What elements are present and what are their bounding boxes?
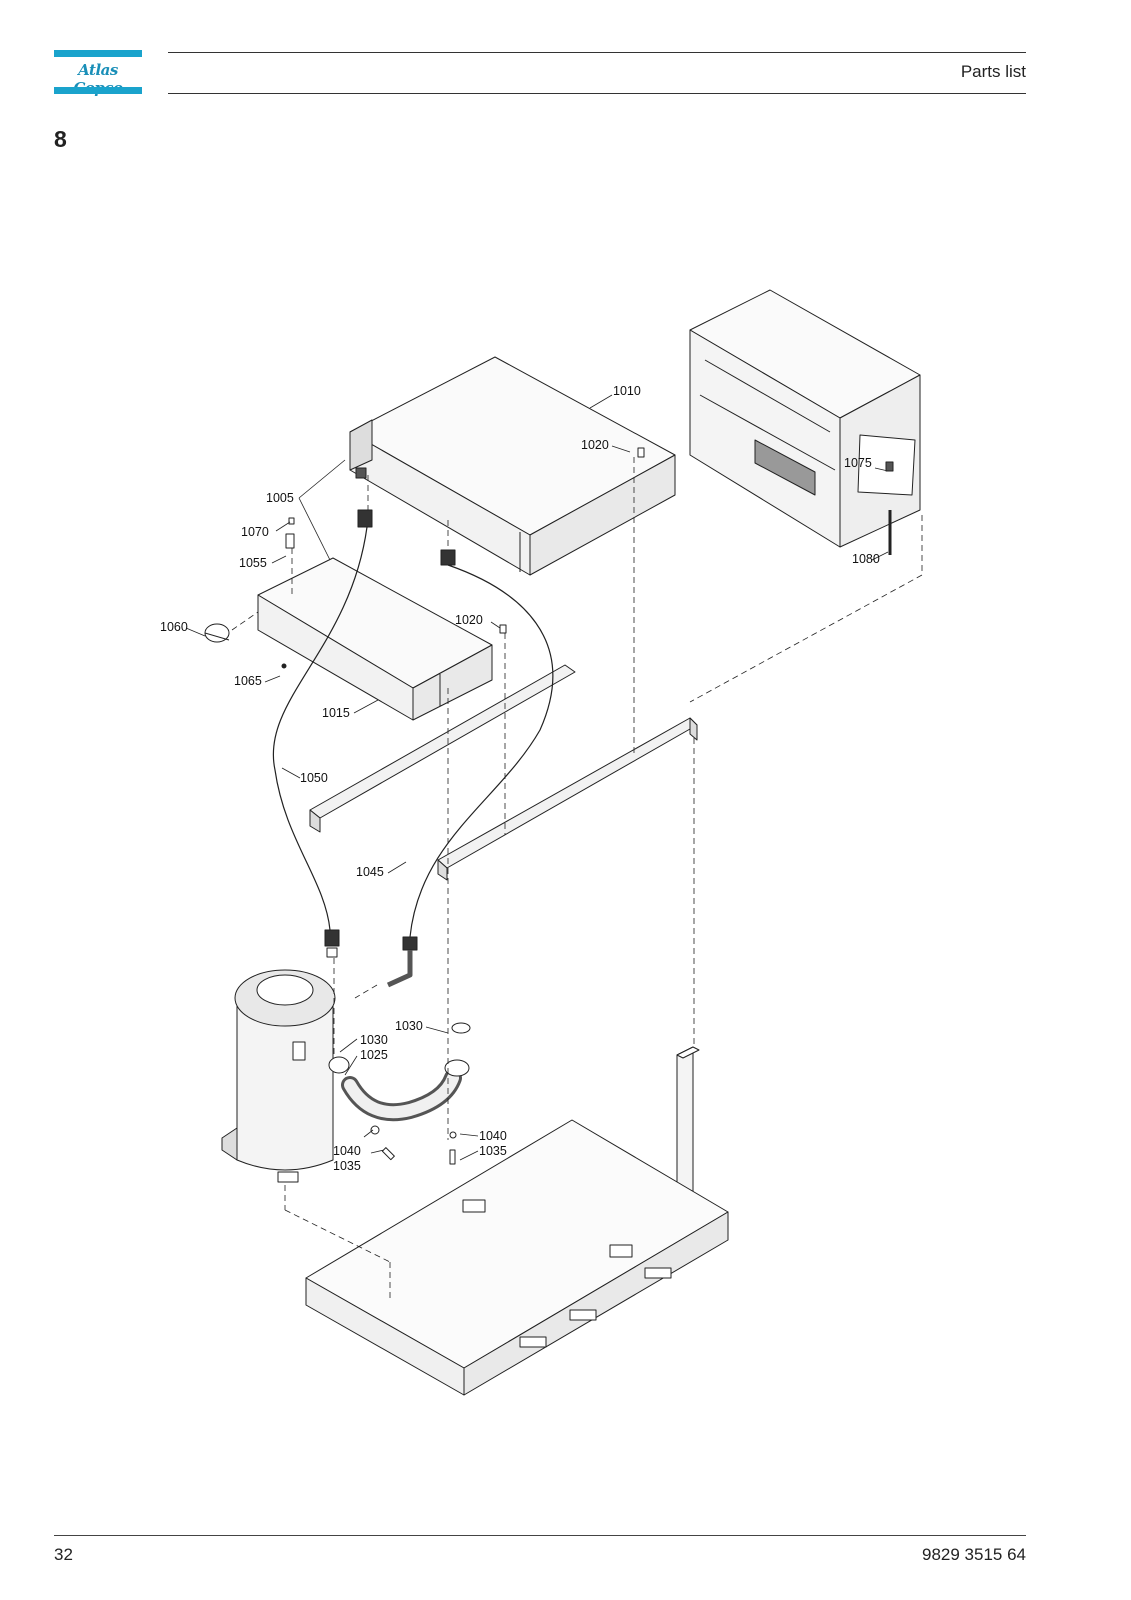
header-rule-top — [168, 52, 1026, 53]
document-number: 9829 3515 64 — [922, 1545, 1026, 1564]
logo-bar-bottom — [54, 87, 142, 94]
section-number: 8 — [54, 126, 67, 152]
callout-labels: 1010 1020 1005 1070 1055 1060 1020 1065 … — [160, 384, 880, 1173]
leader-lines — [185, 394, 889, 1161]
base-frame — [305, 1119, 729, 1396]
page-title: Parts list — [960, 62, 1026, 81]
callout-1040-left: 1040 — [333, 1144, 361, 1158]
callout-1080: 1080 — [852, 552, 880, 566]
header-rule-bottom — [168, 93, 1026, 94]
callout-1040-right: 1040 — [479, 1129, 507, 1143]
callout-1065: 1065 — [234, 674, 262, 688]
footer-rule — [54, 1535, 1026, 1536]
page-number: 32 — [54, 1545, 73, 1564]
callout-1020-lower: 1020 — [455, 613, 483, 627]
callout-1060: 1060 — [160, 620, 188, 634]
heat-exchanger-1015 — [257, 557, 507, 721]
callout-1035-left: 1035 — [333, 1159, 361, 1173]
callout-1010: 1010 — [613, 384, 641, 398]
callout-1015: 1015 — [322, 706, 350, 720]
callout-1020-upper: 1020 — [581, 438, 609, 452]
support-rails — [309, 664, 698, 881]
callout-1075: 1075 — [844, 456, 872, 470]
vertical-post — [676, 1046, 700, 1223]
fittings — [204, 509, 456, 669]
callout-1050: 1050 — [300, 771, 328, 785]
callout-1005: 1005 — [266, 491, 294, 505]
logo-bar-top — [54, 50, 142, 57]
callout-1030-left: 1030 — [360, 1033, 388, 1047]
cabinet-housing — [689, 289, 921, 555]
callout-1025: 1025 — [360, 1048, 388, 1062]
callout-1035-right: 1035 — [479, 1144, 507, 1158]
callout-1055: 1055 — [239, 556, 267, 570]
callout-1070: 1070 — [241, 525, 269, 539]
separator-vessel — [221, 929, 471, 1183]
assembly-lines — [231, 457, 923, 1300]
heat-exchanger-1010 — [349, 356, 676, 576]
callout-1030-right: 1030 — [395, 1019, 423, 1033]
callout-1045: 1045 — [356, 865, 384, 879]
hoses — [272, 526, 554, 938]
atlas-copco-logo: Atlas Copco — [54, 50, 142, 97]
